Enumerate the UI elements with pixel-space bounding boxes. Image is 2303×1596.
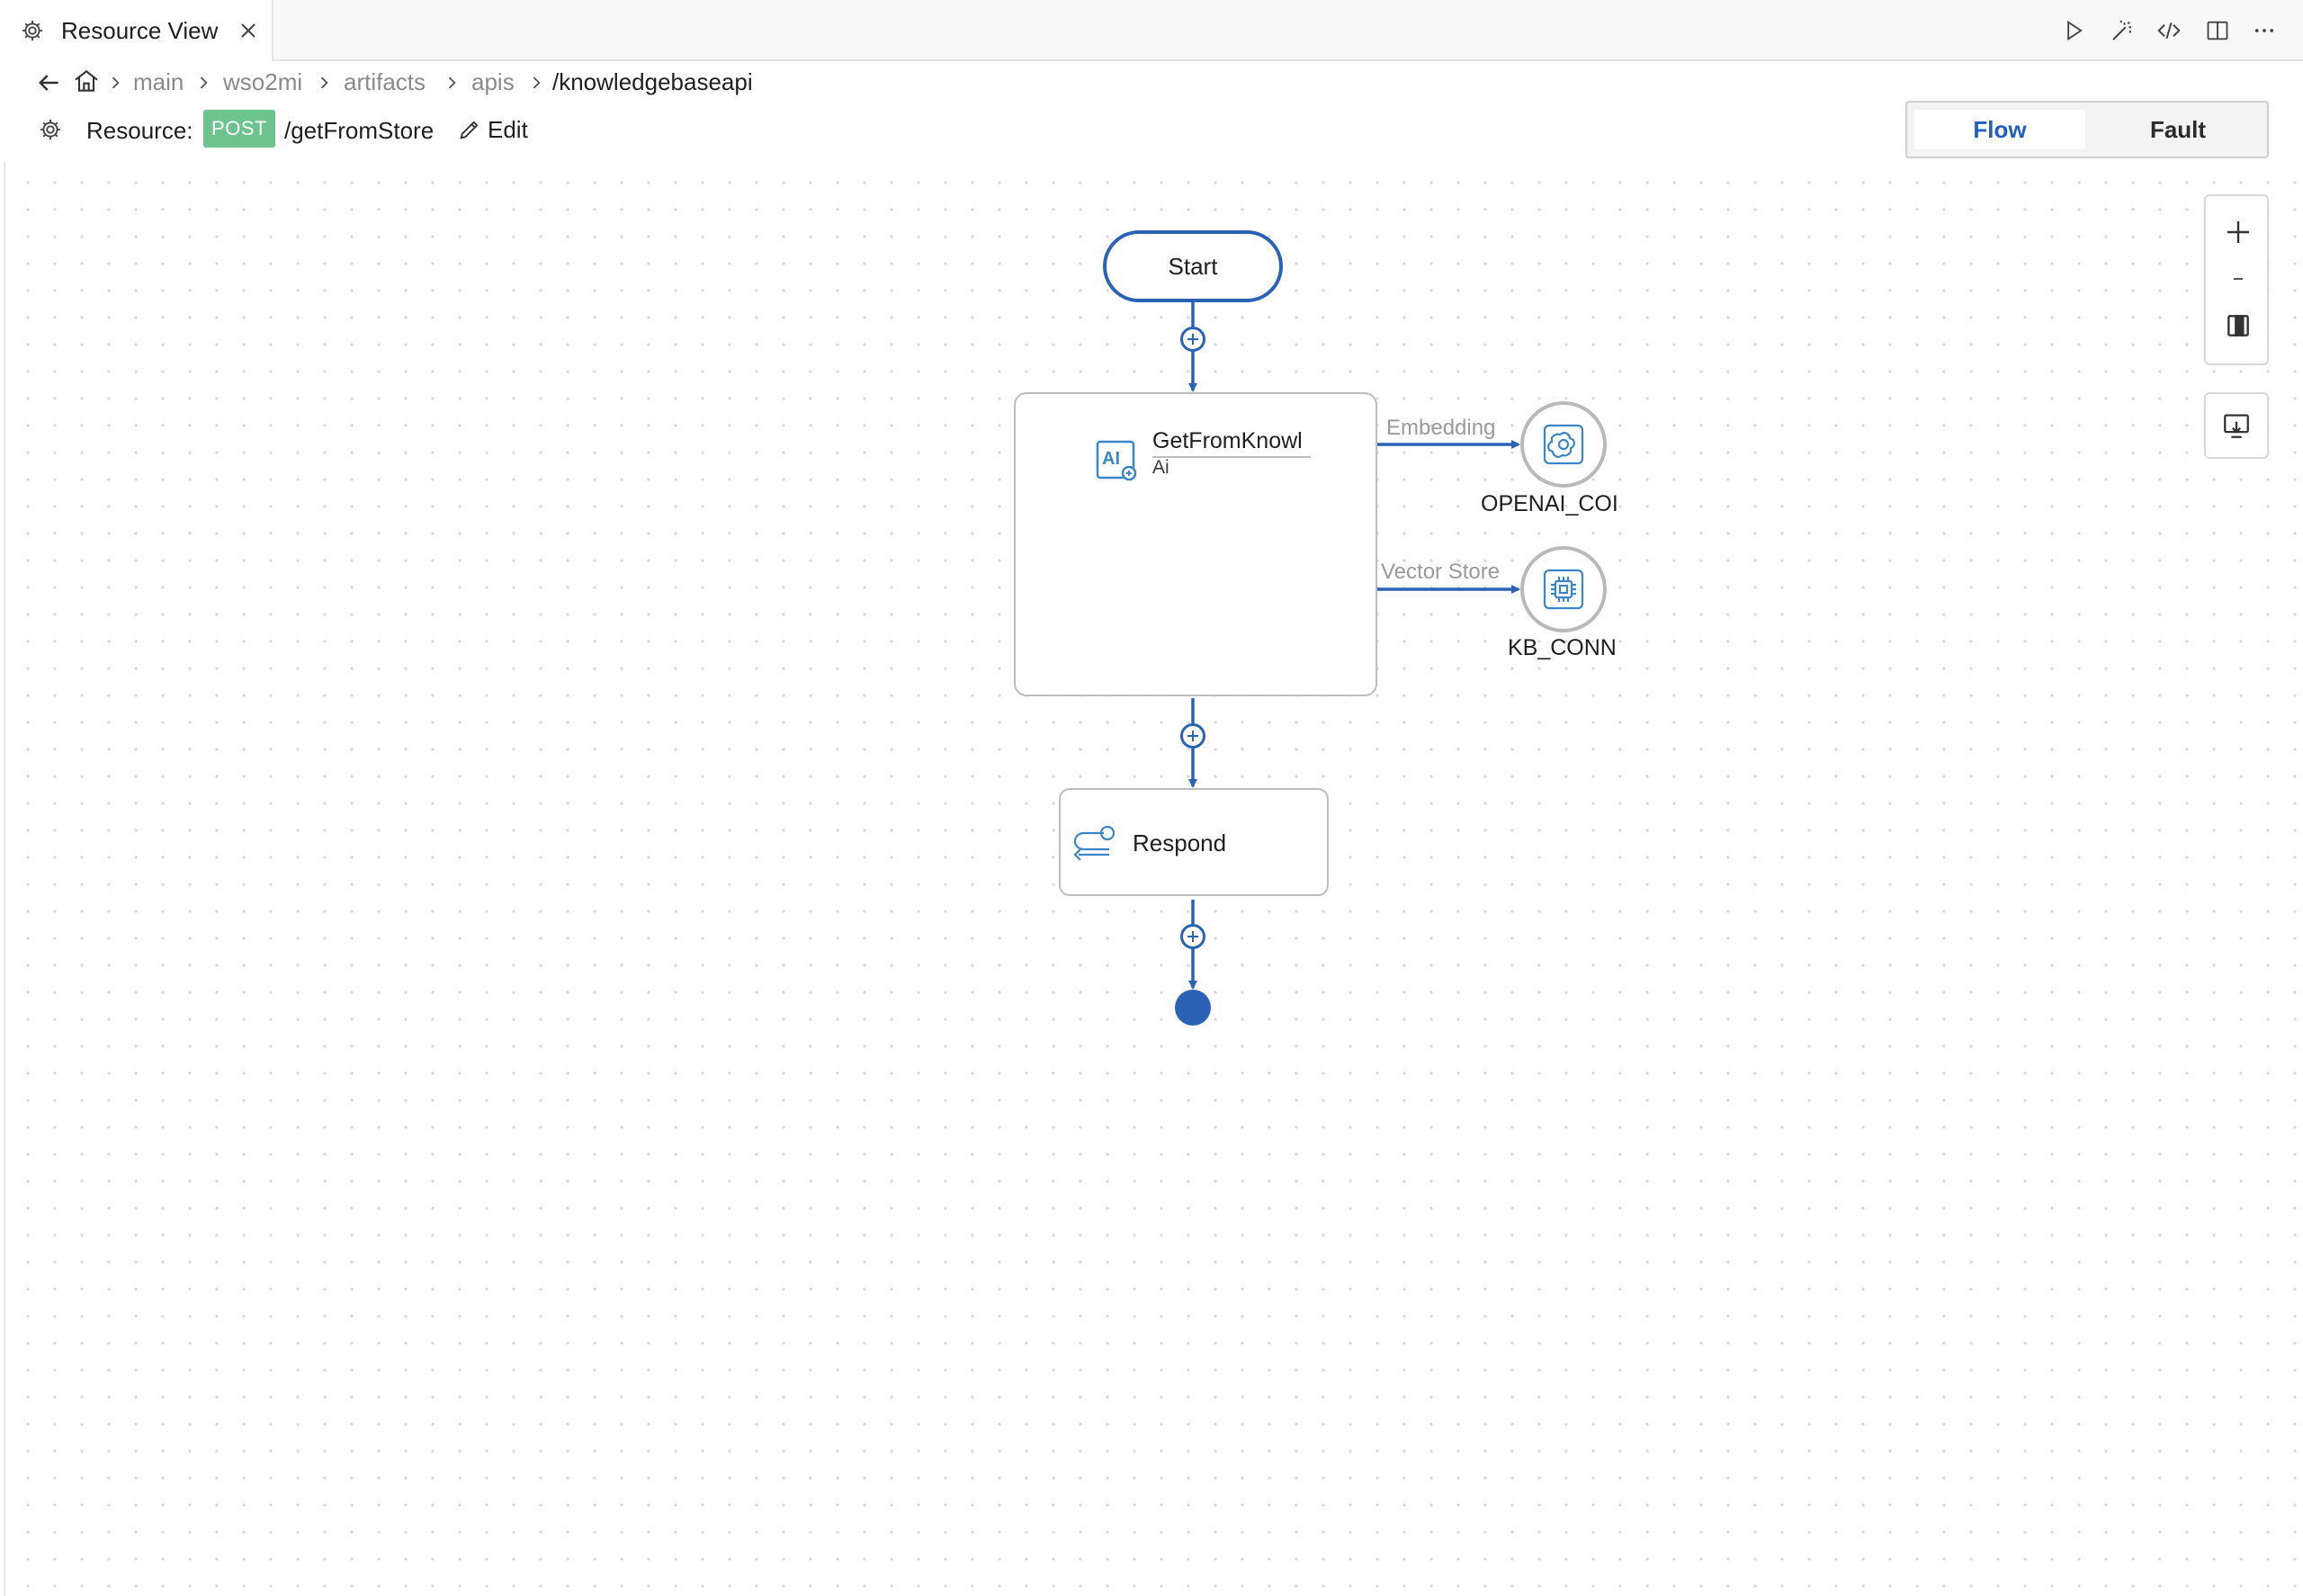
edit-label: Edit — [488, 115, 528, 143]
breadcrumb-item-knowledgebaseapi: /knowledgebaseapi — [552, 68, 753, 95]
openai-connection-node[interactable] — [1520, 401, 1607, 488]
fit-view-button[interactable] — [2220, 308, 2256, 344]
resource-path: /getFromStore — [284, 117, 435, 144]
edge-label-vector-store: Vector Store — [1381, 560, 1501, 584]
gear-icon — [40, 119, 61, 140]
breadcrumb-item-main[interactable]: main — [133, 68, 184, 95]
add-node-button[interactable] — [1180, 723, 1205, 749]
ai-node-type: Ai — [1152, 457, 1169, 478]
add-node-button[interactable] — [1180, 924, 1205, 949]
play-icon — [2067, 20, 2083, 41]
edit-button[interactable]: Edit — [457, 113, 528, 146]
split-editor-icon — [2207, 21, 2228, 40]
magic-wand-icon — [2112, 20, 2131, 40]
breadcrumb-item-wso2mi[interactable]: wso2mi — [223, 68, 303, 95]
ellipsis-icon — [2254, 29, 2274, 32]
openai-connection-label: OPENAI_COI — [1481, 491, 1617, 516]
end-node — [1175, 990, 1211, 1026]
fault-tab[interactable]: Fault — [2149, 115, 2207, 143]
download-icon — [2224, 414, 2249, 438]
ai-mediator-node[interactable]: AI GetFromKnowl Ai — [1014, 392, 1377, 696]
svg-text:AI: AI — [1102, 449, 1120, 469]
split-editor-button[interactable] — [2202, 15, 2233, 46]
ai-assist-button[interactable] — [2107, 15, 2137, 46]
kb-connection-label: KB_CONN — [1508, 635, 1617, 660]
ai-node-name: GetFromKnowl — [1152, 428, 1311, 458]
chevron-right-icon — [533, 76, 541, 89]
openai-icon — [1543, 424, 1584, 465]
plus-icon — [1187, 931, 1198, 942]
plus-icon — [1187, 334, 1198, 345]
back-arrow-icon[interactable] — [34, 68, 63, 97]
home-icon[interactable] — [72, 67, 101, 95]
run-button[interactable] — [2058, 15, 2089, 46]
zoom-in-button[interactable] — [2220, 214, 2256, 250]
zoom-controls — [2204, 194, 2269, 365]
more-actions-button[interactable] — [2249, 15, 2280, 46]
chip-icon — [1543, 569, 1584, 610]
ai-icon: AI — [1096, 440, 1137, 481]
chevron-right-icon — [200, 76, 208, 89]
fit-view-icon — [2227, 315, 2249, 336]
respond-label: Respond — [1133, 829, 1227, 856]
start-node[interactable]: Start — [1103, 230, 1283, 302]
respond-icon — [1073, 825, 1116, 861]
minus-icon — [2234, 278, 2243, 280]
download-image-button[interactable] — [2204, 392, 2269, 459]
resource-label: Resource: — [86, 117, 193, 144]
plus-icon — [1187, 731, 1198, 741]
respond-node[interactable]: Respond — [1059, 788, 1329, 896]
code-icon — [2157, 22, 2181, 40]
chevron-right-icon — [448, 76, 456, 89]
view-switch: Flow Fault — [1905, 101, 2269, 158]
flow-tab[interactable]: Flow — [1914, 110, 2085, 149]
chevron-right-icon — [320, 76, 328, 89]
zoom-out-button[interactable] — [2220, 261, 2256, 297]
breadcrumb: main wso2mi artifacts apis /knowledgebas… — [0, 61, 1080, 104]
breadcrumb-item-artifacts[interactable]: artifacts — [344, 68, 426, 95]
plus-icon — [2227, 221, 2249, 243]
breadcrumb-item-apis[interactable]: apis — [471, 68, 515, 95]
chevron-right-icon — [112, 76, 120, 89]
close-icon[interactable] — [236, 18, 261, 43]
add-node-button[interactable] — [1180, 327, 1205, 352]
edge-label-embedding: Embedding — [1386, 416, 1496, 440]
tab-label: Resource View — [61, 17, 219, 44]
resource-header: Resource: POST /getFromStore Edit — [0, 108, 900, 153]
method-badge: POST — [203, 110, 275, 148]
kb-connection-node[interactable] — [1520, 546, 1607, 632]
source-code-button[interactable] — [2154, 15, 2184, 46]
pencil-icon — [460, 121, 479, 139]
tab-resource-view[interactable]: Resource View — [0, 0, 273, 61]
gear-icon — [22, 20, 43, 41]
tab-bar: Resource View — [0, 0, 2303, 61]
